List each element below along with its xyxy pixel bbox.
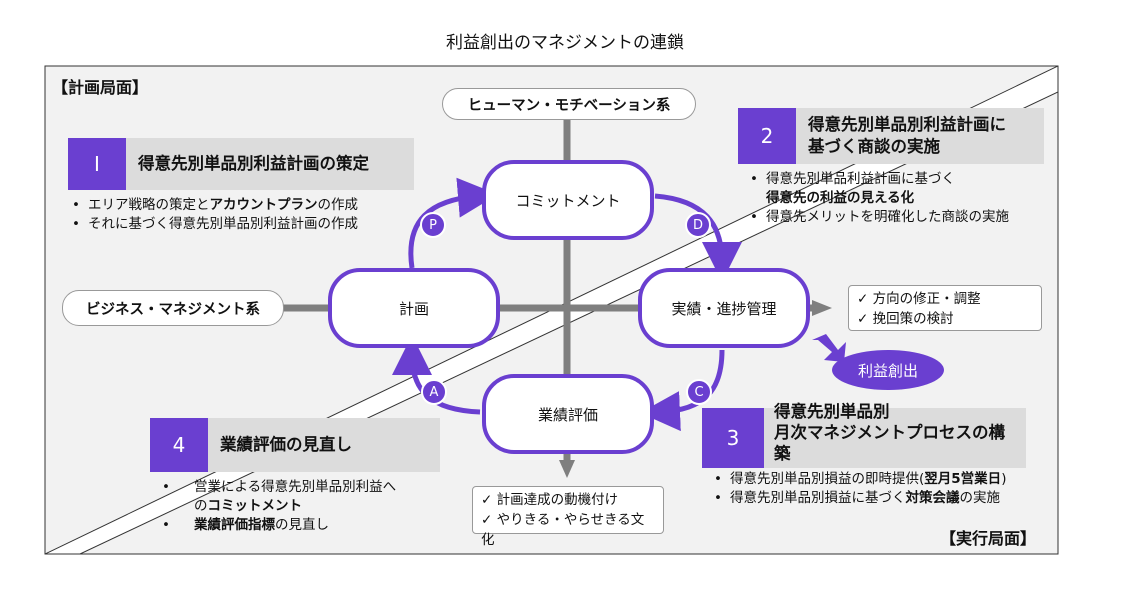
list-item: エリア戦略の策定とアカウントプランの作成: [70, 196, 358, 215]
list-item: ✓ 計画達成の動機付け: [481, 492, 619, 508]
diagram-title: 利益創出のマネジメントの連鎖: [446, 33, 684, 53]
label-a: A: [421, 379, 447, 405]
label-p: P: [420, 212, 446, 238]
list-item: ✓ 挽回策の検討: [857, 311, 954, 327]
list-item: ✓ 方向の修正・調整: [857, 291, 981, 307]
check-icon: ✓: [857, 291, 869, 307]
right-checklist: ✓ 方向の修正・調整 ✓ 挽回策の検討: [848, 285, 1042, 331]
step1-bullets: エリア戦略の策定とアカウントプランの作成 それに基づく得意先別単品別利益計画の作…: [70, 196, 358, 234]
list-item: 業績評価指標の見直し: [160, 516, 460, 535]
vertical-axis-arrowhead: [559, 460, 575, 478]
list-item: 得意先別単品別損益の即時提供(翌月5営業日): [712, 470, 1006, 489]
step4-number: 4: [150, 418, 208, 472]
step1-number: I: [68, 138, 126, 190]
progress-management-node: 実績・進捗管理: [638, 268, 810, 348]
step2-title: 得意先別単品別利益計画に基づく商談の実施: [808, 115, 1006, 156]
human-motivation-pill: ヒューマン・モチベーション系: [442, 88, 696, 120]
plan-node: 計画: [328, 268, 500, 348]
step4-title: 業績評価の見直し: [220, 435, 352, 454]
business-management-pill: ビジネス・マネジメント系: [62, 290, 284, 326]
list-item: 得意先別単品別損益に基づく対策会議の実施: [712, 489, 1006, 508]
commitment-node: コミットメント: [482, 160, 654, 240]
step3-bullets: 得意先別単品別損益の即時提供(翌月5営業日) 得意先別単品別損益に基づく対策会議…: [712, 470, 1006, 508]
step2-number: 2: [738, 108, 796, 164]
label-d: D: [685, 212, 711, 238]
profit-creation-badge: 利益創出: [832, 350, 944, 390]
list-item: 得意先メリットを明確化した商談の実施: [748, 208, 1009, 227]
step3-number: 3: [702, 408, 764, 468]
step1-title: 得意先別単品別利益計画の策定: [138, 154, 369, 173]
execution-phase-label: 【実行局面】: [940, 529, 1037, 548]
list-item: ✓ やりきる・やらせきる文化: [481, 512, 645, 548]
horizontal-axis-arrowhead: [812, 300, 832, 316]
bottom-checklist: ✓ 計画達成の動機付け ✓ やりきる・やらせきる文化: [472, 486, 664, 548]
check-icon: ✓: [481, 492, 493, 508]
list-item: それに基づく得意先別単品別利益計画の作成: [70, 215, 358, 234]
label-c: C: [686, 379, 712, 405]
check-icon: ✓: [481, 512, 493, 528]
performance-evaluation-node: 業績評価: [482, 374, 654, 454]
check-icon: ✓: [857, 311, 869, 327]
profit-arrow: [812, 334, 846, 362]
step3-title: 得意先別単品別月次マネジメントプロセスの構築: [774, 402, 1005, 463]
planning-phase-label: 【計画局面】: [52, 78, 149, 97]
